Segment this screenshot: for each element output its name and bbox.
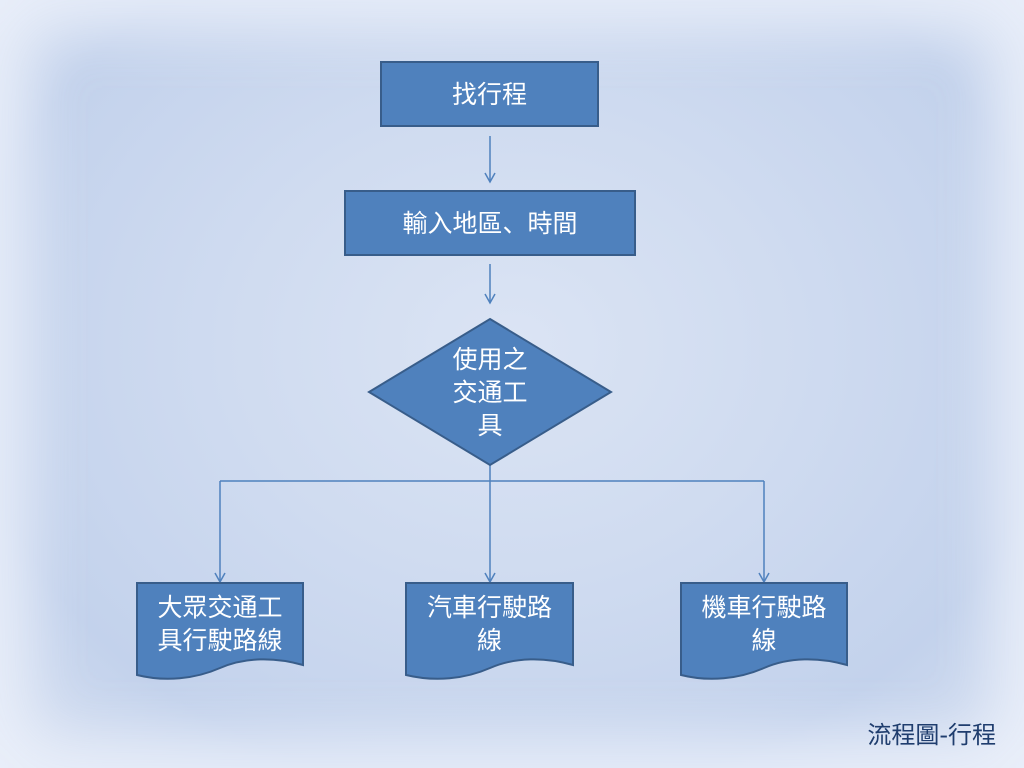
input-node-label: 輸入地區、時間	[402, 208, 578, 238]
decision-node-label-box: 使用之 交通工 具	[420, 340, 560, 444]
input-node: 輸入地區、時間	[344, 190, 636, 256]
output-car-label: 汽車行駛路 線	[426, 593, 552, 655]
decision-node-label: 使用之 交通工 具	[452, 344, 528, 440]
output-car-node: 汽車行駛路 線	[406, 583, 573, 663]
start-node: 找行程	[380, 61, 599, 127]
output-public-node: 大眾交通工 具行駛路線	[137, 583, 303, 663]
output-scooter-shape	[680, 582, 848, 680]
output-public-label: 大眾交通工 具行駛路線	[157, 593, 283, 655]
slide-caption: 流程圖-行程	[867, 721, 996, 749]
decision-diamond-shape	[367, 317, 613, 467]
output-car-shape	[405, 582, 574, 680]
output-public-shape	[136, 582, 304, 680]
output-scooter-label: 機車行駛路 線	[701, 593, 827, 655]
output-scooter-node: 機車行駛路 線	[681, 583, 847, 663]
start-node-label: 找行程	[451, 79, 527, 109]
